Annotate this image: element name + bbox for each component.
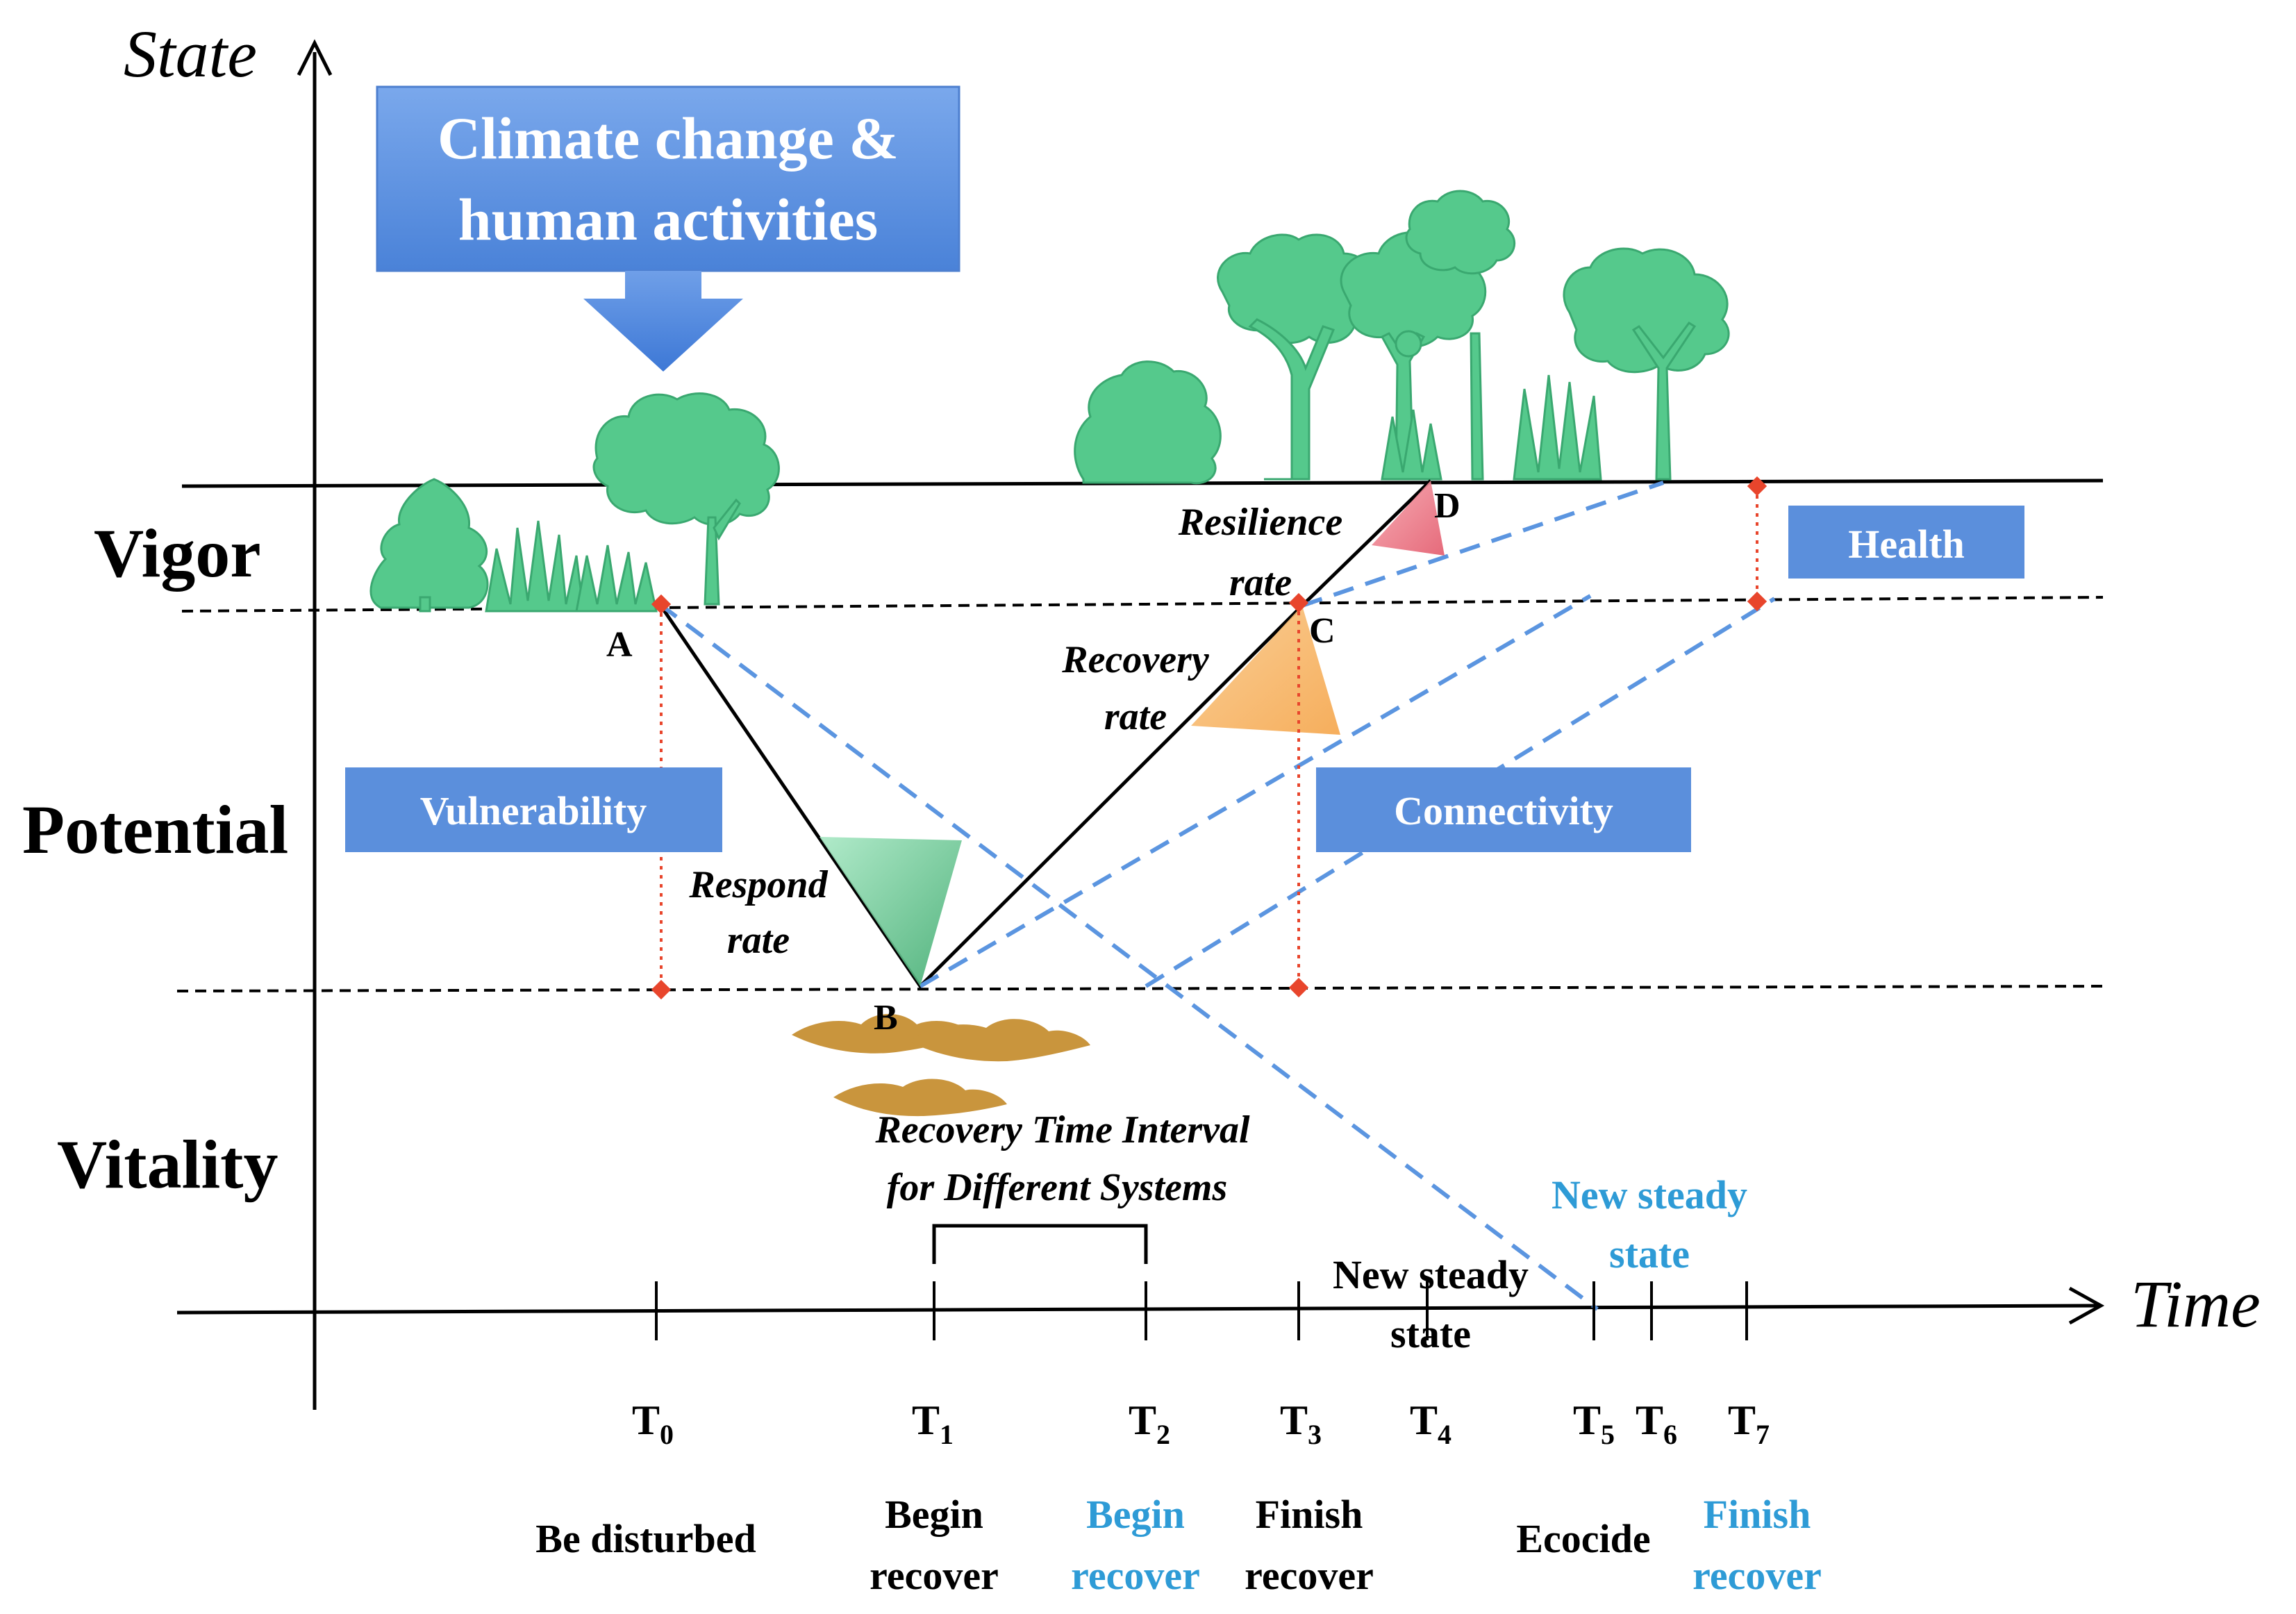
connectivity-box: Connectivity: [1316, 767, 1691, 852]
resilience-rate-triangle: [1372, 481, 1445, 556]
climate-change-line2: human activities: [458, 186, 878, 253]
resilience-rate-label-2: rate: [1229, 561, 1292, 604]
x-axis: [176, 1304, 2098, 1315]
red-markers: [651, 476, 1767, 1000]
vulnerability-label: Vulnerability: [420, 788, 647, 833]
recovery-rate-triangle: [1191, 606, 1340, 735]
tick-label-t2: T2: [1129, 1397, 1170, 1450]
point-a: A: [606, 625, 633, 665]
event-begin-recover-1: Begin: [885, 1492, 983, 1537]
point-c: C: [1309, 611, 1336, 651]
level-vitality: Vitality: [57, 1126, 278, 1203]
event-begin-recover-blue-1: Begin: [1086, 1492, 1185, 1537]
time-ticks: [655, 1281, 1748, 1340]
level-vigor: Vigor: [94, 515, 261, 592]
event-labels: Be disturbed Begin recover Begin recover…: [535, 1492, 1822, 1598]
tick-label-t7: T7: [1728, 1397, 1770, 1450]
health-label: Health: [1848, 522, 1965, 567]
ecocide-trajectory: [658, 602, 1599, 1311]
main-trajectory: [658, 479, 1432, 989]
y-axis-arrowhead: [297, 39, 333, 76]
marker-diamond: [1747, 476, 1767, 497]
respond-rate-label-2: rate: [727, 919, 790, 962]
dry-grass-icon: [792, 1014, 1090, 1117]
tick-label-t0: T0: [632, 1397, 674, 1450]
marker-diamond: [651, 594, 672, 615]
tick-label-t1: T1: [912, 1397, 954, 1450]
respond-rate-label: Respond: [688, 863, 828, 906]
tick-label-t4: T4: [1410, 1397, 1451, 1450]
climate-change-line1: Climate change &: [438, 105, 899, 172]
tick-label-t6: T6: [1636, 1397, 1677, 1450]
event-finish-recover-1: Finish: [1256, 1492, 1363, 1537]
resilience-rate-label: Resilience: [1178, 501, 1342, 544]
health-box: Health: [1788, 506, 2024, 579]
steady-state-black-2: state: [1390, 1311, 1471, 1356]
event-finish-recover-2: recover: [1245, 1553, 1374, 1598]
event-begin-recover-2: recover: [870, 1553, 999, 1598]
marker-diamond: [651, 979, 672, 1000]
event-begin-recover-blue-2: recover: [1071, 1553, 1200, 1598]
climate-change-callout: Climate change & human activities: [376, 85, 960, 372]
vulnerability-box: Vulnerability: [345, 767, 722, 852]
event-finish-recover-blue-2: recover: [1692, 1553, 1822, 1598]
y-axis-title: State: [124, 17, 257, 91]
interval-label-1: Recovery Time Interval: [874, 1108, 1250, 1151]
state-levels: Vigor Potential Vitality: [22, 479, 2104, 1203]
tick-label-t5: T5: [1573, 1397, 1615, 1450]
steady-state-blue-1: New steady: [1552, 1172, 1747, 1217]
point-b: B: [874, 998, 898, 1038]
down-arrow-icon: [583, 271, 743, 372]
marker-diamond: [1288, 592, 1309, 613]
small-forest-icon: [369, 392, 780, 613]
large-forest-icon: [1074, 190, 1730, 485]
x-axis-arrowhead: [2068, 1286, 2105, 1325]
connectivity-label: Connectivity: [1394, 788, 1613, 833]
recovery-rate-label: Recovery: [1061, 638, 1210, 681]
potential-dashed-line: [176, 985, 2104, 992]
axes: State Time: [124, 17, 2261, 1410]
climate-change-box: [376, 85, 960, 272]
recovery-rate-label-2: rate: [1104, 695, 1167, 738]
event-finish-recover-blue-1: Finish: [1704, 1492, 1811, 1537]
steady-state-blue-2: state: [1609, 1231, 1690, 1276]
tick-label-t3: T3: [1280, 1397, 1322, 1450]
event-ecocide: Ecocide: [1516, 1516, 1650, 1561]
recovery-trajectory-2: [919, 594, 1592, 988]
tick-labels: T0 T1 T2 T3 T4 T5 T6 T7: [632, 1397, 1770, 1450]
interval-bracket: [932, 1224, 1148, 1264]
health-dashed-line: [181, 596, 2104, 613]
level-potential: Potential: [22, 791, 288, 868]
event-be-disturbed: Be disturbed: [535, 1516, 756, 1561]
respond-rate-triangle: [820, 837, 962, 986]
steady-state-black-1: New steady: [1333, 1252, 1529, 1297]
marker-diamond: [1747, 591, 1767, 612]
x-axis-title: Time: [2131, 1267, 2261, 1341]
marker-diamond: [1288, 977, 1309, 998]
point-d: D: [1434, 486, 1461, 526]
resilience-trajectory-2: [1301, 481, 1664, 608]
interval-label-2: for Different Systems: [887, 1166, 1228, 1209]
